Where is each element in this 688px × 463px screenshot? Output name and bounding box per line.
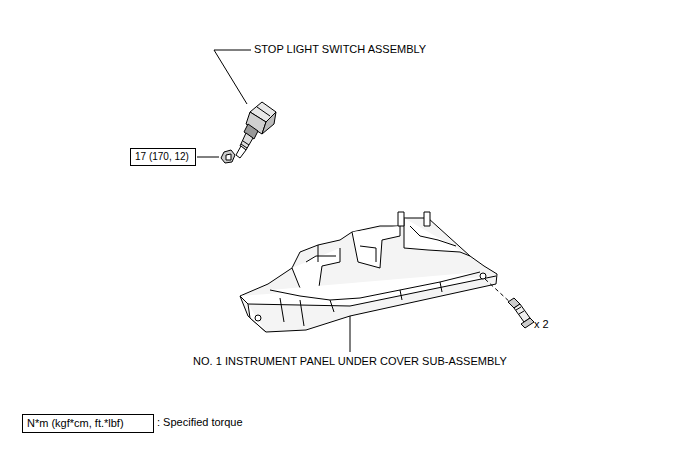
torque-box: N*m (kgf*cm, ft.*lbf) [22, 414, 154, 433]
part-label: STOP LIGHT SWITCH ASSEMBLY [254, 43, 426, 56]
stop-light-switch [236, 102, 276, 158]
part-label: x 2 [534, 318, 549, 331]
torque-value: N*m (kgf*cm, ft.*lbf) [27, 416, 153, 430]
part-label: NO. 1 INSTRUMENT PANEL UNDER COVER SUB-A… [193, 355, 507, 368]
leader-line [350, 316, 351, 352]
dashed-line [485, 279, 512, 304]
leader-line [197, 157, 219, 158]
torque-box: 17 (170, 12) [130, 148, 196, 166]
nut [221, 150, 235, 163]
torque-value: 17 (170, 12) [135, 150, 195, 163]
instrument-panel-under-cover [240, 212, 497, 332]
part-label: : Specified torque [157, 416, 243, 429]
bolt [508, 298, 534, 328]
leader-line [214, 50, 251, 104]
